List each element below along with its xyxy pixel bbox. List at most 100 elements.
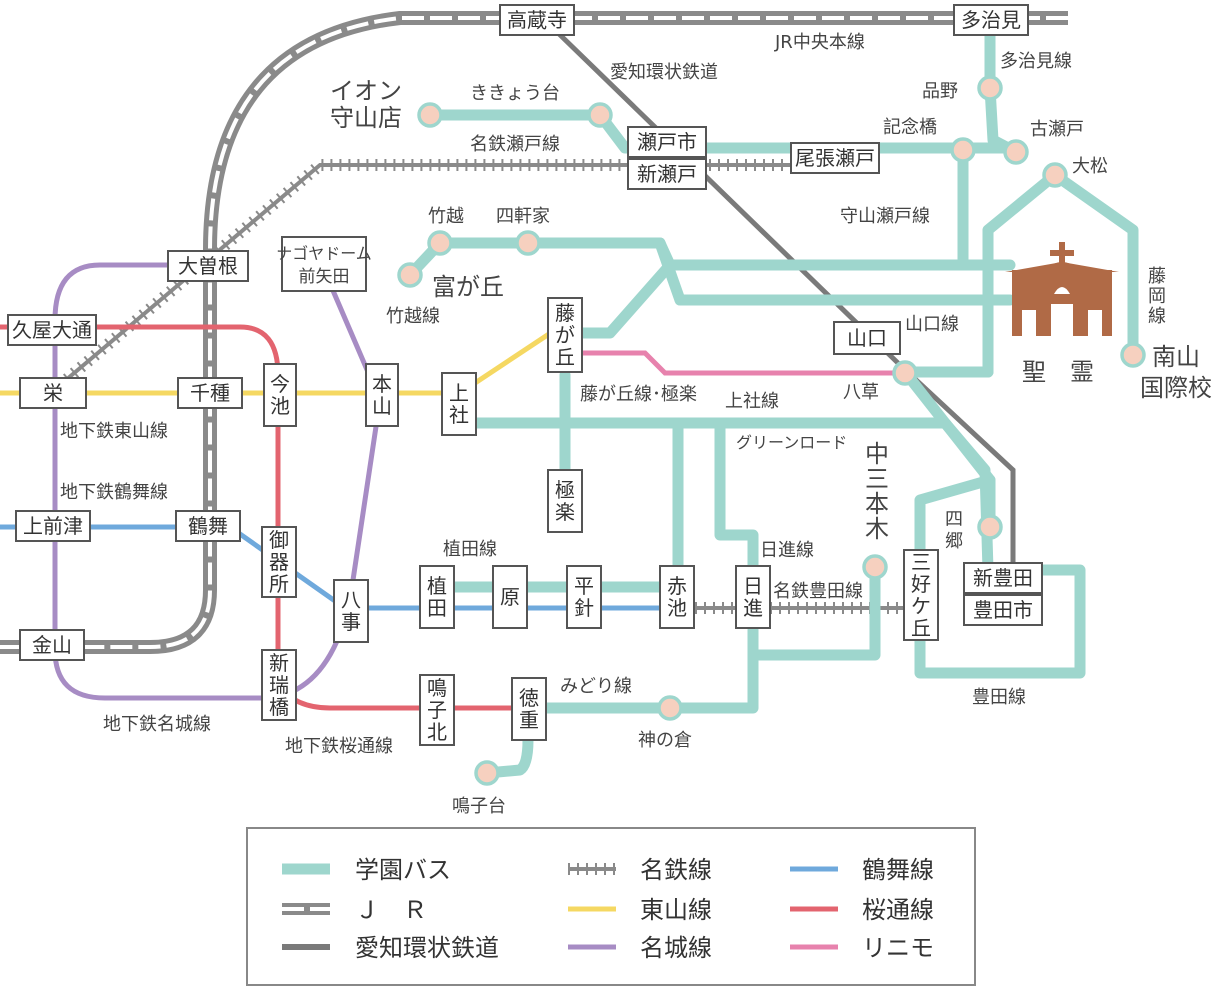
station-akaike[interactable]: 赤池: [659, 565, 695, 629]
legend: 学園バス Ｊ Ｒ 愛知環状鉄道 名鉄線 東山線 名城線 鶴舞線: [246, 827, 976, 986]
svg-text:高蔵寺: 高蔵寺: [507, 8, 567, 32]
label-aeon-2: 守山店: [330, 104, 402, 132]
stop-yakusa: [892, 360, 918, 386]
svg-text:新瀬戸: 新瀬戸: [637, 162, 697, 186]
legend-item-jr: Ｊ Ｒ: [282, 896, 427, 924]
label-aeon-1: イオン: [330, 77, 402, 105]
svg-text:原: 原: [500, 585, 520, 609]
station-kanayama[interactable]: 金山: [19, 629, 85, 661]
label-nisshin-line: 日進線: [760, 540, 814, 561]
station-sakae[interactable]: 栄: [19, 377, 87, 409]
jr-chuo-line: [0, 11, 1068, 654]
label-hinono: 品野: [922, 81, 958, 102]
station-shintoyota[interactable]: 新豊田: [963, 562, 1043, 594]
svg-text:前矢田: 前矢田: [299, 267, 350, 287]
station-kamiyashiro[interactable]: 上社: [441, 372, 477, 436]
station-tajimi[interactable]: 多治見: [953, 4, 1029, 36]
svg-text:名城線: 名城線: [640, 934, 712, 962]
label-furuseto: 古瀬戸: [1030, 119, 1084, 140]
label-sakuradori-line: 地下鉄桜通線: [285, 736, 393, 757]
svg-text:学園バス: 学園バス: [355, 856, 451, 884]
stop-narukodai: [474, 760, 500, 786]
linimo-line: [575, 350, 905, 376]
station-toyotashi[interactable]: 豊田市: [963, 594, 1043, 626]
label-ueda-line: 植田線: [443, 539, 497, 560]
label-fujigaoka-gokuraku: 藤が丘線･極楽: [580, 384, 697, 405]
label-nakasanbongi-3: 本: [865, 490, 889, 518]
legend-item-linimo: リニモ: [790, 934, 934, 962]
station-ueda[interactable]: 植田: [419, 565, 455, 629]
svg-text:金山: 金山: [32, 633, 72, 657]
label-tajimi-line: 多治見線: [1000, 51, 1072, 72]
svg-text:今池: 今池: [270, 372, 290, 418]
church-icon: [1005, 242, 1119, 336]
station-yagoto[interactable]: 八事: [333, 579, 369, 643]
legend-item-tsurumai: 鶴舞線: [790, 856, 934, 884]
svg-text:鳴子北: 鳴子北: [427, 676, 447, 744]
legend-item-meijo: 名城線: [568, 934, 712, 962]
svg-text:鶴舞線: 鶴舞線: [862, 856, 934, 884]
svg-text:本山: 本山: [372, 372, 392, 418]
stop-kikyodai: [587, 102, 613, 128]
svg-text:豊田市: 豊田市: [973, 598, 1033, 622]
legend-item-higashiyama: 東山線: [568, 896, 712, 924]
station-kozoji[interactable]: 高蔵寺: [499, 4, 575, 36]
station-kamimaezu[interactable]: 上前津: [15, 510, 91, 542]
svg-text:上社: 上社: [449, 381, 469, 427]
station-ozone[interactable]: 大曽根: [167, 250, 249, 282]
stop-omatsu: [1042, 162, 1068, 188]
station-yamaguchi[interactable]: 山口: [833, 321, 901, 355]
svg-text:多治見: 多治見: [961, 8, 1021, 32]
station-gokiso[interactable]: 御器所: [261, 526, 297, 598]
station-shinmizuho[interactable]: 新瑞橋: [261, 649, 297, 721]
station-chikusa[interactable]: 千種: [177, 377, 243, 409]
map-labels: JR中央本線 愛知環状鉄道 多治見線 品野 記念橋 古瀬戸 大松 イオン 守山店…: [60, 32, 1212, 817]
station-nisshin[interactable]: 日進: [735, 565, 771, 629]
station-fujigaoka[interactable]: 藤が丘: [547, 297, 583, 373]
svg-text:東山線: 東山線: [640, 896, 712, 924]
label-nakasanbongi-4: 木: [865, 515, 889, 543]
station-owariseto[interactable]: 尾張瀬戸: [790, 142, 880, 174]
label-tsurumai-line: 地下鉄鶴舞線: [60, 482, 168, 503]
label-kaminokura: 神の倉: [638, 730, 692, 751]
station-hara[interactable]: 原: [492, 565, 528, 629]
station-setoshi[interactable]: 瀬戸市: [627, 126, 707, 158]
label-yamaguchi-line: 山口線: [905, 314, 959, 335]
meitetsu-seto-line: [56, 159, 790, 390]
gakuen-bus-routes: [404, 24, 1139, 779]
station-imaike[interactable]: 今池: [263, 363, 297, 427]
station-gokuraku[interactable]: 極楽: [547, 469, 583, 533]
label-fujioka-2: 岡: [1148, 286, 1166, 307]
station-motoyama[interactable]: 本山: [365, 363, 399, 427]
label-midori-line: みどり線: [560, 676, 632, 697]
stop-minamiyama: [1120, 342, 1146, 368]
label-seirei: 聖 霊: [1022, 358, 1094, 386]
label-narukodai: 鳴子台: [452, 796, 506, 817]
station-tsurumai[interactable]: 鶴舞: [175, 510, 241, 542]
svg-text:瀬戸市: 瀬戸市: [637, 130, 697, 154]
label-kikyodai: ききょう台: [470, 83, 560, 104]
label-jr-chuo: JR中央本線: [774, 32, 865, 53]
svg-text:藤が丘: 藤が丘: [555, 301, 575, 369]
svg-text:新瑞橋: 新瑞橋: [269, 651, 289, 719]
label-fujioka-1: 藤: [1148, 266, 1166, 287]
svg-text:御器所: 御器所: [269, 528, 289, 596]
stop-aeon: [417, 102, 443, 128]
station-narukokita[interactable]: 鳴子北: [419, 674, 455, 746]
station-shinseto[interactable]: 新瀬戸: [627, 158, 707, 190]
station-miyoshigaoka[interactable]: 三好ケ丘: [903, 549, 939, 641]
stop-kaminokura: [657, 695, 683, 721]
label-nakasanbongi-1: 中: [865, 440, 889, 468]
stop-shikenya: [515, 230, 541, 256]
station-hisaya-odori[interactable]: 久屋大通: [7, 314, 97, 346]
svg-text:三好ケ丘: 三好ケ丘: [911, 550, 931, 640]
label-minamiyama-1: 南山: [1152, 343, 1200, 371]
station-tokushige[interactable]: 徳重: [511, 677, 547, 741]
svg-text:ナゴヤドーム: ナゴヤドーム: [276, 244, 372, 263]
station-hirabari[interactable]: 平針: [566, 565, 602, 629]
label-shigo-1: 四: [945, 509, 963, 530]
svg-text:鶴舞: 鶴舞: [188, 514, 228, 538]
svg-text:日進: 日進: [743, 574, 763, 620]
